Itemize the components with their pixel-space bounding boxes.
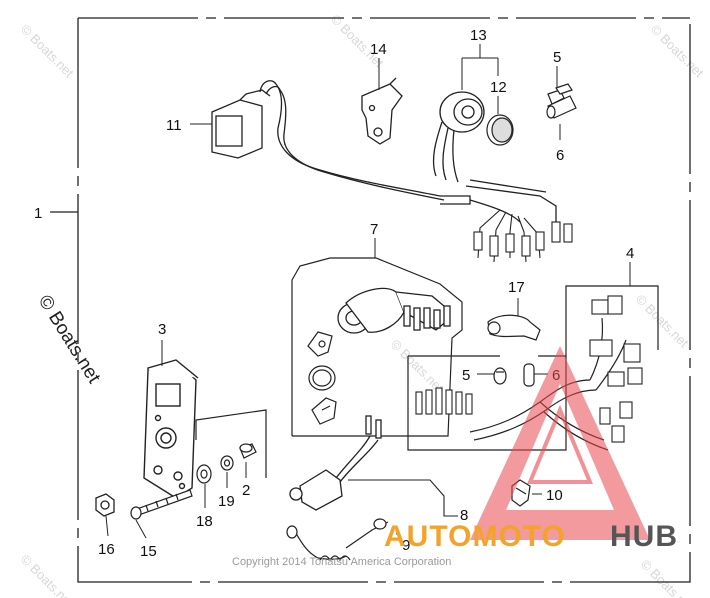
part-label-16: 16 xyxy=(98,541,115,558)
part-17-clip xyxy=(487,314,541,341)
part-label-13: 13 xyxy=(470,27,487,44)
part-7-small-parts xyxy=(307,331,337,425)
watermark-text: © Boats.net xyxy=(18,552,77,598)
part-label-11: 11 xyxy=(166,117,182,134)
part-15-screw xyxy=(130,489,193,520)
logo-text-orange: AUTOMOTO xyxy=(384,520,566,553)
part-label-9: 9 xyxy=(402,537,410,554)
watermark-text: © Boats.net xyxy=(638,557,697,598)
watermark-side-text: © Boats.net xyxy=(34,292,105,388)
part-label-17: 17 xyxy=(508,279,525,296)
part-2-nut xyxy=(239,443,257,459)
plate-connect-lines xyxy=(195,409,267,478)
part-label-8: 8 xyxy=(460,507,468,524)
part-7-key-switch xyxy=(337,287,451,334)
assembly-frame xyxy=(50,17,691,583)
part-6-sleeve-top xyxy=(546,95,577,119)
part-3-plate xyxy=(143,359,199,499)
copyright-text: Copyright 2014 Tohatsu America Corporati… xyxy=(232,556,451,568)
part-label-3: 3 xyxy=(158,321,166,338)
part-18-washer xyxy=(196,464,212,484)
watermark-text: © Boats.net xyxy=(18,22,77,81)
automotohub-logo: AUTOMOTO HUB xyxy=(384,346,678,553)
part-12-cap xyxy=(486,114,514,146)
part-19-washer xyxy=(220,455,234,471)
part-4-connectors xyxy=(415,295,643,443)
part-label-6: 6 xyxy=(556,147,564,164)
harness-connectors xyxy=(473,209,573,263)
part-label-18: 18 xyxy=(196,513,213,530)
watermark-text: © Boats.net xyxy=(633,292,692,351)
part-10-clip xyxy=(511,479,531,507)
part-5-screw-mid xyxy=(493,367,507,385)
part-labels: 1 2 3 4 5 5 6 6 7 8 9 10 11 12 13 14 15 … xyxy=(34,27,634,560)
part-label-2: 2 xyxy=(242,482,250,499)
part-label-12: 12 xyxy=(490,79,507,96)
watermark-text: © Boats.net xyxy=(648,22,707,81)
part-7-group xyxy=(291,257,463,437)
part-9-cord xyxy=(286,518,389,562)
part-5-screw-top xyxy=(547,83,573,105)
watermark-text: © Boats.net xyxy=(388,337,447,396)
part-6-sleeve-mid xyxy=(523,363,535,387)
part-label-19: 19 xyxy=(218,493,235,510)
leader-lines xyxy=(105,44,631,539)
part-label-4: 4 xyxy=(626,245,634,262)
part-label-10: 10 xyxy=(546,487,563,504)
part-label-15: 15 xyxy=(140,543,157,560)
part-label-5: 5 xyxy=(462,367,470,384)
part-label-5: 5 xyxy=(553,49,561,66)
part-label-14: 14 xyxy=(370,41,387,58)
part-14-bracket xyxy=(361,77,403,145)
part-8-bracket-lines xyxy=(348,479,458,517)
part-11-connector xyxy=(211,80,557,230)
logo-triangle-mark xyxy=(470,346,650,540)
part-label-1: 1 xyxy=(34,205,42,222)
part-13-meter xyxy=(432,91,485,183)
part-16-nut xyxy=(95,493,115,517)
part-8-switch xyxy=(289,415,382,511)
part-label-7: 7 xyxy=(370,221,378,238)
logo-text-dark: HUB xyxy=(610,520,678,553)
